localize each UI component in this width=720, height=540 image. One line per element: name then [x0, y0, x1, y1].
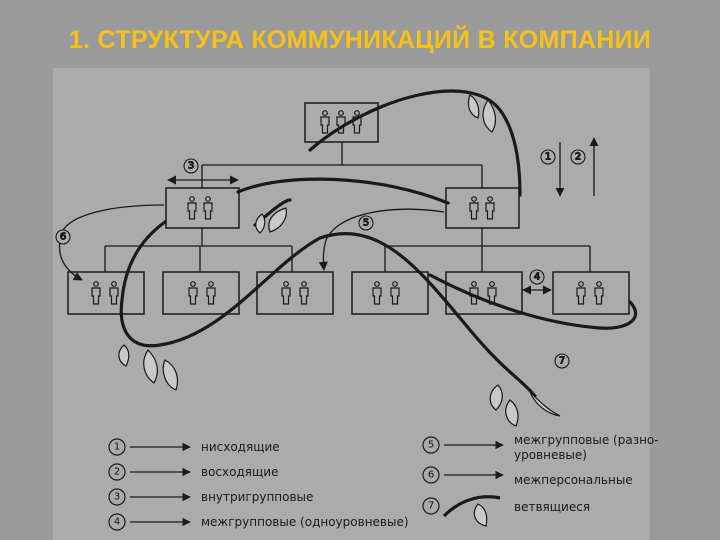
svg-text:1: 1 [545, 152, 551, 163]
group-box-mid-right [446, 188, 519, 228]
arrow-interpersonal [59, 205, 164, 280]
group-box-bottom-6 [553, 272, 629, 314]
svg-text:нисходящие: нисходящие [201, 440, 280, 454]
legend-item-1: 1 нисходящие [109, 439, 280, 455]
legend-item-5: 5 межгрупповые (разно- уровневые) [423, 433, 659, 462]
marker-1: 1 [541, 150, 555, 164]
svg-text:межперсональные: межперсональные [514, 473, 633, 487]
svg-text:2: 2 [575, 152, 581, 163]
marker-6: 6 [56, 230, 70, 244]
group-box-mid-left [166, 188, 239, 228]
svg-text:уровневые): уровневые) [514, 448, 587, 462]
svg-text:6: 6 [428, 470, 434, 481]
svg-text:3: 3 [114, 492, 120, 503]
marker-4: 4 [530, 270, 544, 284]
svg-text:7: 7 [559, 356, 565, 367]
svg-text:межгрупповые (разно-: межгрупповые (разно- [514, 433, 659, 447]
legend-item-6: 6 межперсональные [423, 467, 633, 487]
legend-item-4: 4 межгрупповые (одноуровневые) [109, 514, 409, 530]
marker-2: 2 [571, 150, 585, 164]
legend-item-2: 2 восходящие [109, 464, 278, 480]
group-box-bottom-4 [352, 272, 428, 314]
svg-text:1: 1 [114, 442, 120, 453]
svg-text:межгрупповые (одноуровневые): межгрупповые (одноуровневые) [201, 515, 409, 529]
marker-3: 3 [184, 159, 198, 173]
svg-text:2: 2 [114, 467, 120, 478]
svg-text:4: 4 [534, 272, 540, 283]
legend-item-7: 7 ветвящиеся [423, 497, 590, 526]
group-box-top [305, 103, 378, 142]
svg-text:7: 7 [428, 501, 434, 512]
svg-text:4: 4 [114, 517, 120, 528]
group-box-bottom-2 [163, 272, 239, 314]
diagram-markers: 1 2 3 4 5 6 7 [56, 150, 585, 368]
svg-text:6: 6 [60, 232, 66, 243]
svg-text:внутригрупповые: внутригрупповые [201, 490, 313, 504]
group-box-bottom-5 [446, 272, 522, 314]
arrow-intergroup-cross-level [323, 209, 444, 270]
legend-item-3: 3 внутригрупповые [109, 489, 313, 505]
svg-text:5: 5 [363, 218, 369, 229]
svg-text:3: 3 [188, 161, 194, 172]
svg-text:ветвящиеся: ветвящиеся [514, 500, 590, 514]
legend: 1 нисходящие 2 восходящие 3 внутригруппо… [109, 433, 659, 530]
marker-5: 5 [359, 216, 373, 230]
svg-text:восходящие: восходящие [201, 465, 278, 479]
svg-text:5: 5 [428, 440, 434, 451]
leaves [119, 95, 560, 426]
marker-7: 7 [555, 354, 569, 368]
thin-arrows [59, 138, 594, 290]
